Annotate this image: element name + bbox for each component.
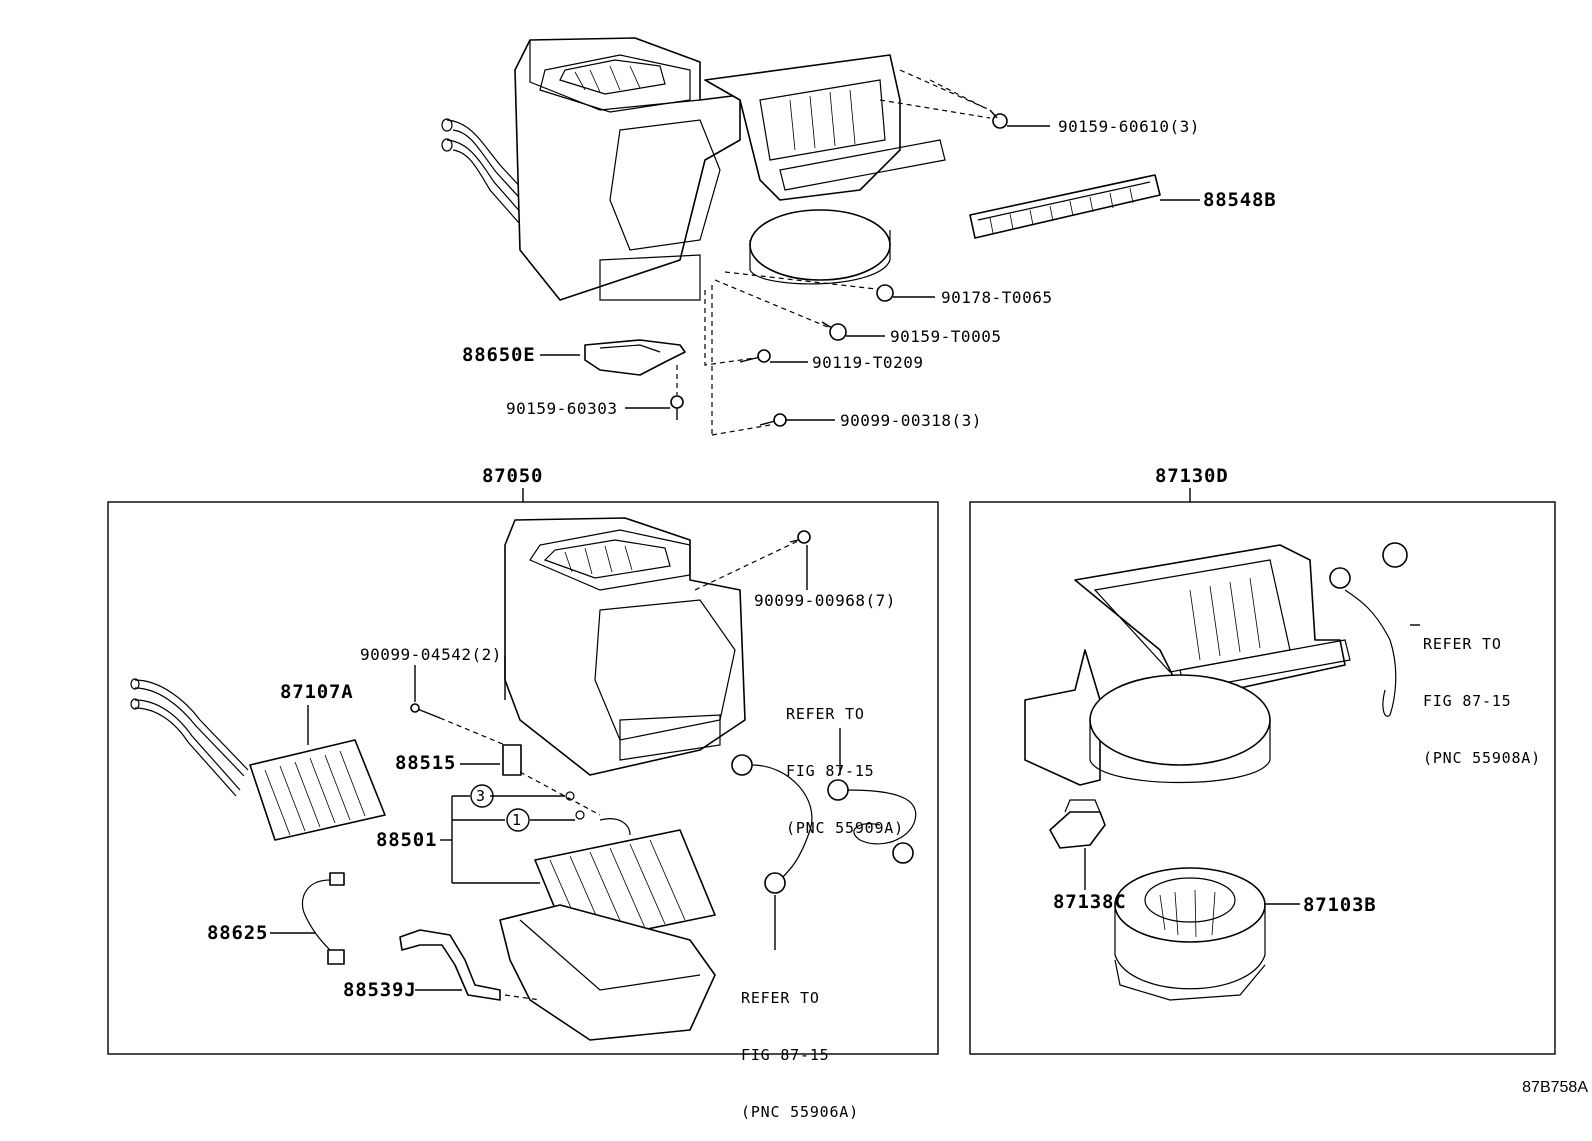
bolt-90159-60610 xyxy=(989,109,1008,129)
label-88515: 88515 xyxy=(395,752,457,774)
resistor-87138C xyxy=(1049,799,1106,849)
label-90178-T0065: 90178-T0065 xyxy=(941,288,1053,307)
blower-motor-87103B xyxy=(1114,867,1266,1001)
label-90099-04542: 90099-04542(2) xyxy=(360,645,502,664)
callout-3: 3 xyxy=(476,787,486,805)
refer-note-55906A: REFER TO FIG 87-15 (PNC 55906A) xyxy=(741,951,859,1141)
heater-case-87050-drawing xyxy=(504,517,746,776)
top-dashed-leaders xyxy=(704,69,991,436)
label-87103B: 87103B xyxy=(1303,894,1377,916)
label-90099-00968: 90099-00968(7) xyxy=(754,591,896,610)
diagram-drawing xyxy=(107,37,1556,1055)
label-90159-60303: 90159-60303 xyxy=(506,399,618,418)
heater-core-87107A xyxy=(130,678,386,841)
callout-1-circle xyxy=(506,808,530,832)
label-87138C: 87138C xyxy=(1053,891,1127,913)
callout-3-circle xyxy=(470,784,494,808)
refer-note-55908A: REFER TO FIG 87-15 (PNC 55908A) xyxy=(1423,597,1541,787)
blower-housing-87130D-drawing xyxy=(1024,544,1351,786)
callout-1: 1 xyxy=(512,811,522,829)
label-90159-T0005: 90159-T0005 xyxy=(890,327,1002,346)
label-88548B: 88548B xyxy=(1203,189,1277,211)
label-88539J: 88539J xyxy=(343,979,417,1001)
lower-case-drawing xyxy=(499,904,716,1041)
box-87130D-frame xyxy=(969,501,1556,1055)
servo-motor-55906A xyxy=(731,754,813,894)
bolt-90159-T0005 xyxy=(821,321,847,341)
refer-note-line: REFER TO xyxy=(786,705,865,723)
screw-90119-T0209 xyxy=(739,349,771,363)
screw-90099-00968 xyxy=(789,530,811,544)
diagram-code: 87B758A xyxy=(1522,1079,1588,1096)
label-88625: 88625 xyxy=(207,922,269,944)
nut-90178-T0065 xyxy=(876,284,894,302)
refer-note-line: FIG 87-15 xyxy=(741,1046,830,1064)
expansion-valve-88515 xyxy=(502,744,522,776)
bolt-90099-00318 xyxy=(759,413,787,427)
label-90159-60610: 90159-60610(3) xyxy=(1058,117,1200,136)
refer-note-55909A: REFER TO FIG 87-15 (PNC 55909A) xyxy=(786,667,904,857)
screw-90159-60303 xyxy=(670,395,684,420)
label-87107A: 87107A xyxy=(280,681,354,703)
label-90119-T0209: 90119-T0209 xyxy=(812,353,924,372)
servo-motor-55908A xyxy=(1329,542,1408,717)
refer-note-line: (PNC 55906A) xyxy=(741,1103,859,1121)
refer-note-line: (PNC 55908A) xyxy=(1423,749,1541,767)
thermistor-88625 xyxy=(301,872,345,965)
label-88501: 88501 xyxy=(376,829,438,851)
filter-88548B xyxy=(969,174,1161,239)
refer-note-line: REFER TO xyxy=(1423,635,1502,653)
servo-motor-55909A xyxy=(827,779,917,864)
bracket-88650E xyxy=(584,339,686,376)
label-90099-00318: 90099-00318(3) xyxy=(840,411,982,430)
refer-note-line: REFER TO xyxy=(741,989,820,1007)
bolt-90099-04542 xyxy=(410,703,441,719)
refer-note-line: FIG 87-15 xyxy=(786,762,875,780)
box-87050-title: 87050 xyxy=(482,465,544,487)
label-88650E: 88650E xyxy=(462,344,536,366)
drain-hose-88539J xyxy=(399,929,501,1001)
parts-diagram: 90159-60610(3) 88548B 90178-T0065 90159-… xyxy=(107,37,1588,1121)
refer-note-line: FIG 87-15 xyxy=(1423,692,1512,710)
box-87050-frame xyxy=(107,501,939,1055)
refer-note-line: (PNC 55909A) xyxy=(786,819,904,837)
box-87130D-title: 87130D xyxy=(1155,465,1229,487)
hvac-unit-top-drawing xyxy=(441,37,946,301)
